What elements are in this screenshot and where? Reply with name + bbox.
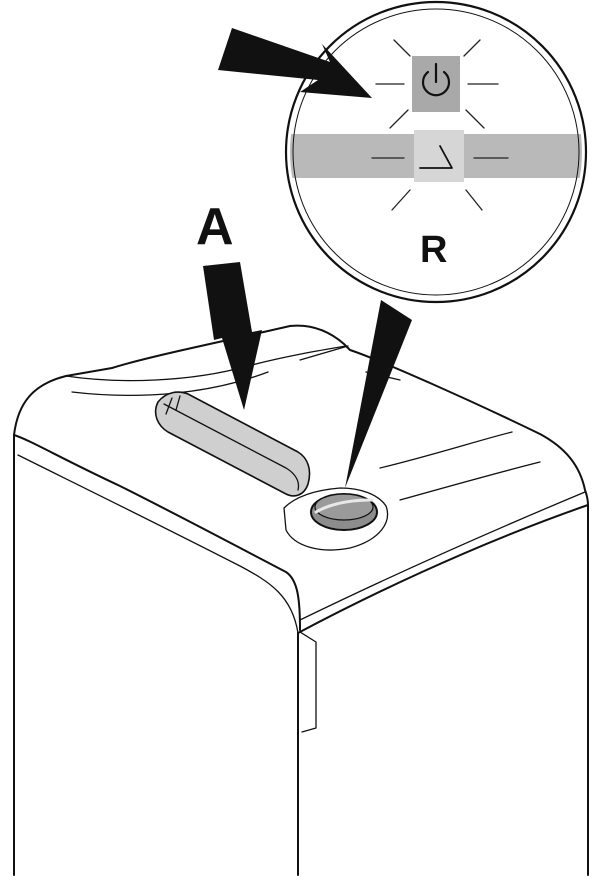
reset-key[interactable]	[414, 130, 464, 182]
knob-slot	[314, 498, 374, 514]
top-front-edge	[13, 434, 301, 631]
lid-line-front-2	[399, 461, 541, 501]
lid-outer-contour	[13, 324, 589, 506]
handle-label: A	[196, 198, 234, 256]
power-icon	[421, 62, 451, 97]
knob-recess	[283, 487, 388, 551]
reset-glow-rays	[371, 157, 509, 211]
lid-seam-back	[65, 345, 347, 382]
top-right-rim	[299, 491, 586, 621]
zoom-circle-inner	[292, 8, 580, 296]
handle-notch	[165, 395, 181, 415]
top-rim-line	[17, 454, 299, 634]
callout-pointer	[345, 300, 412, 488]
machine-body	[13, 324, 589, 876]
handle-highlight	[163, 403, 300, 491]
top-right-edge	[297, 504, 589, 634]
power-glow-rays	[375, 39, 499, 129]
lid-handle[interactable]	[154, 391, 311, 497]
lid-seam-short	[299, 345, 349, 361]
reset-knob[interactable]	[310, 493, 378, 531]
arrow-down-icon	[203, 262, 262, 410]
lid-line-front-1	[379, 431, 513, 469]
reset-lever-icon	[419, 145, 453, 169]
zoom-detail: R	[284, 0, 588, 304]
handle-grip[interactable]	[154, 391, 311, 497]
door-latch	[299, 631, 317, 733]
arrow-right-icon	[218, 28, 372, 98]
reset-label: R	[420, 229, 447, 271]
